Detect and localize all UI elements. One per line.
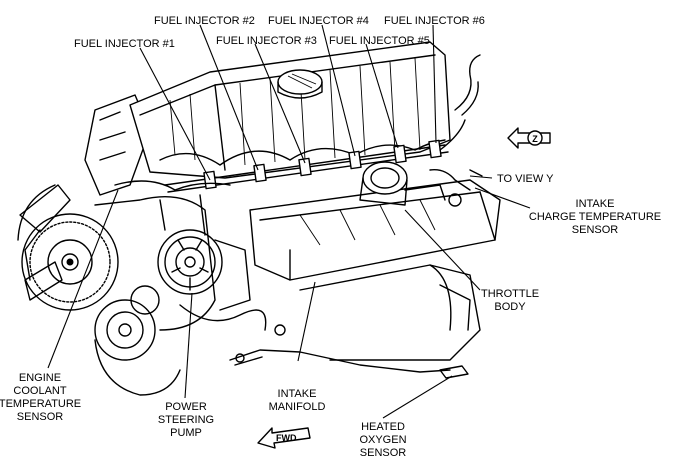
svg-text:STEERING: STEERING: [158, 414, 214, 426]
svg-text:OXYGEN: OXYGEN: [359, 434, 406, 446]
cooling-fan: [17, 184, 119, 311]
label-power-steering-pump: POWER STEERING PUMP: [158, 401, 214, 439]
svg-text:SENSOR: SENSOR: [572, 224, 619, 236]
leader-lines: [47, 24, 531, 419]
fwd-label: FWD: [276, 433, 297, 443]
svg-text:HEATED: HEATED: [361, 421, 405, 433]
valve-cover: [129, 41, 451, 179]
label-fuel-injector-2: FUEL INJECTOR #2: [154, 15, 255, 27]
fwd-arrow: FWD: [257, 427, 311, 449]
power-steering-pump-pulley: [157, 229, 251, 311]
front-pulleys: [94, 195, 216, 396]
svg-text:TEMPERATURE: TEMPERATURE: [0, 398, 81, 410]
svg-text:BODY: BODY: [494, 301, 526, 313]
svg-text:SENSOR: SENSOR: [17, 411, 64, 423]
label-engine-coolant-temperature-sensor: ENGINE COOLANT TEMPERATURE SENSOR: [0, 372, 81, 423]
svg-text:CHARGE TEMPERATURE: CHARGE TEMPERATURE: [529, 211, 661, 223]
svg-text:COOLANT: COOLANT: [13, 385, 66, 397]
label-intake-charge-temperature-sensor: INTAKE CHARGE TEMPERATURE SENSOR: [529, 198, 661, 236]
svg-text:THROTTLE: THROTTLE: [481, 288, 539, 300]
intake-manifold: [249, 179, 501, 281]
label-heated-oxygen-sensor: HEATED OXYGEN SENSOR: [359, 421, 406, 459]
svg-text:INTAKE: INTAKE: [576, 198, 615, 210]
svg-text:MANIFOLD: MANIFOLD: [269, 401, 326, 413]
svg-text:SENSOR: SENSOR: [360, 447, 407, 459]
label-to-view-y: TO VIEW Y: [497, 173, 554, 185]
svg-text:PUMP: PUMP: [170, 427, 202, 439]
view-z-arrow: Z: [507, 127, 551, 149]
label-intake-manifold: INTAKE MANIFOLD: [269, 388, 326, 413]
throttle-body-shape: [359, 161, 446, 206]
label-fuel-injector-4: FUEL INJECTOR #4: [268, 15, 369, 27]
callout-labels: FUEL INJECTOR #1 FUEL INJECTOR #2 FUEL I…: [0, 15, 661, 459]
label-fuel-injector-3: FUEL INJECTOR #3: [216, 35, 317, 47]
svg-text:POWER: POWER: [165, 401, 207, 413]
label-fuel-injector-1: FUEL INJECTOR #1: [74, 38, 175, 50]
label-fuel-injector-6: FUEL INJECTOR #6: [384, 15, 485, 27]
svg-text:INTAKE: INTAKE: [278, 388, 317, 400]
label-fuel-injector-5: FUEL INJECTOR #5: [329, 35, 430, 47]
svg-text:ENGINE: ENGINE: [19, 372, 61, 384]
fuel-rail: [164, 139, 449, 193]
engine-illustration: [17, 41, 501, 396]
view-z-label: Z: [532, 134, 538, 144]
label-throttle-body: THROTTLE BODY: [481, 288, 539, 313]
